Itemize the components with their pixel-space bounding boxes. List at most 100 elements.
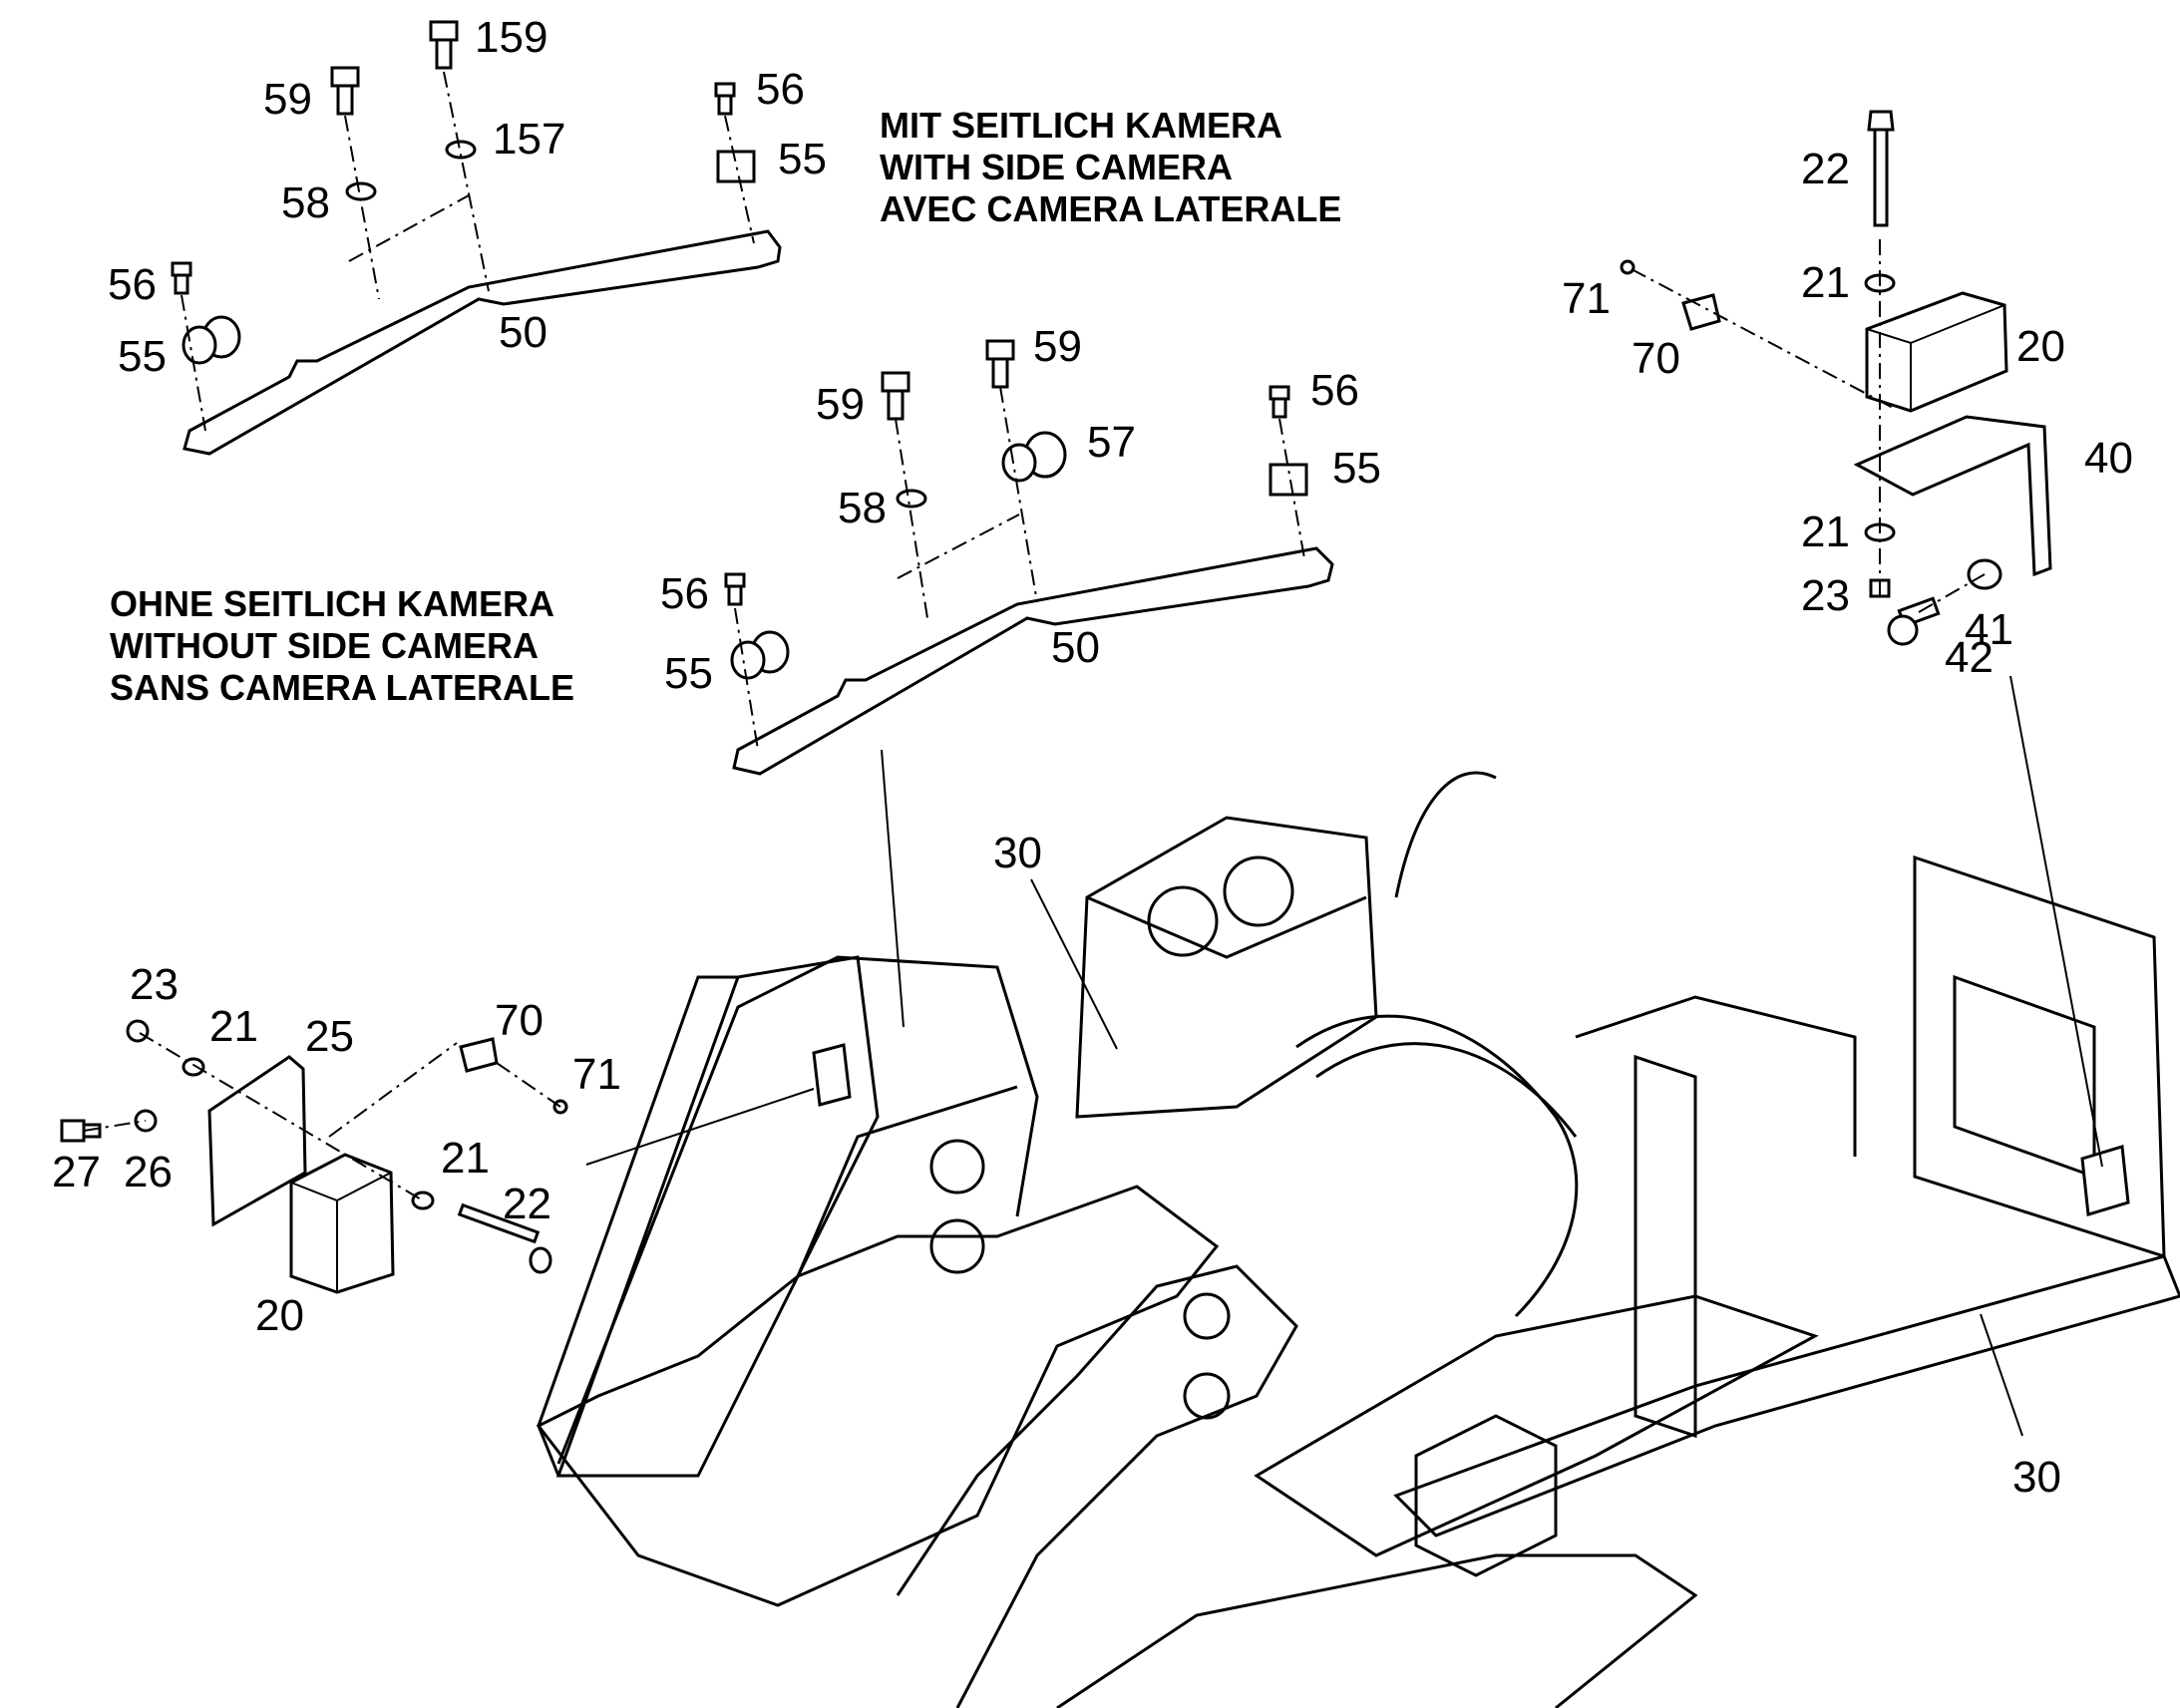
centerline <box>139 1032 424 1201</box>
centerline <box>344 115 380 300</box>
callout-label: 58 <box>281 178 330 227</box>
callout-label: 23 <box>1801 571 1850 620</box>
camera-mount-55-mid-icon <box>730 630 790 680</box>
callout-label: 159 <box>475 13 547 62</box>
centerline <box>999 386 1038 603</box>
callout-label: 22 <box>503 1180 551 1228</box>
callout-label: 59 <box>1033 322 1082 371</box>
callout-label: 55 <box>664 649 713 698</box>
centerline <box>83 1120 147 1132</box>
centerline <box>724 115 755 244</box>
centerline <box>1631 268 1896 410</box>
screw-27-icon <box>60 1119 102 1143</box>
callout-label: 70 <box>495 996 544 1045</box>
callout-label: 59 <box>816 380 865 429</box>
centerline <box>897 513 1020 579</box>
callout-label: 25 <box>305 1012 354 1061</box>
tank-cap <box>1147 885 1219 957</box>
callout-label: 70 <box>1632 334 1680 383</box>
boom-pivot-hole <box>1183 1372 1231 1420</box>
callout-label: 55 <box>1332 444 1381 493</box>
callouts-top-left: 159 59 56 157 55 58 56 55 50 <box>108 13 827 381</box>
callout-label: 27 <box>52 1148 101 1196</box>
callout-label: 56 <box>660 569 709 618</box>
callout-label: 55 <box>778 135 827 183</box>
bracket-plate-50-mid <box>732 546 1334 776</box>
callout-label: 58 <box>838 484 887 532</box>
caption-with-line-3: AVEC CAMERA LATERALE <box>880 188 1341 229</box>
plate-25-icon <box>207 1055 307 1227</box>
callout-label: 56 <box>1310 366 1359 415</box>
callout-label: 23 <box>130 960 179 1009</box>
callout-label: 71 <box>1562 274 1611 323</box>
callout-label: 26 <box>124 1148 173 1196</box>
callout-label: 55 <box>118 332 167 381</box>
callouts-left-group: 23 21 25 70 71 27 26 21 22 20 <box>52 960 621 1340</box>
tank-cap <box>1223 855 1294 927</box>
centerline <box>734 607 759 751</box>
screw-56-left-icon <box>171 261 192 295</box>
centerline <box>181 294 206 432</box>
caption-with-line-1: MIT SEITLICH KAMERA <box>880 105 1282 146</box>
clip-70-left-icon <box>459 1037 499 1073</box>
callout-label: 50 <box>1051 623 1100 672</box>
camera-mount-57-icon <box>1001 431 1067 483</box>
nut-23-left-icon <box>126 1019 150 1043</box>
centerline <box>443 71 490 292</box>
centerline <box>895 418 928 619</box>
machine-frame-30 <box>536 771 2180 1708</box>
centerline <box>1918 573 1986 613</box>
control-box-20-left-icon <box>289 1153 395 1294</box>
spacer-55-mid-icon <box>1269 463 1308 497</box>
washer-58-icon <box>345 181 377 201</box>
screw-59-mid-a-icon <box>881 371 910 421</box>
washer-157-icon <box>445 140 477 160</box>
caption-without-line-2: WITHOUT SIDE CAMERA <box>110 625 539 666</box>
callout-label: 21 <box>1801 258 1850 307</box>
leader-lines <box>585 675 2103 1437</box>
callout-label: 30 <box>2012 1453 2061 1502</box>
washer-58-mid-icon <box>896 489 927 509</box>
bolt-22-left-icon <box>457 1202 552 1274</box>
bracket-assembly-with-camera <box>171 20 782 456</box>
callout-label: 71 <box>572 1050 621 1099</box>
callout-label: 57 <box>1087 418 1136 467</box>
bracket-plate-50-top <box>182 229 782 456</box>
boom-pivot-hole <box>929 1218 985 1274</box>
control-box-assembly-right <box>1620 110 2052 646</box>
caption-without-line-3: SANS CAMERA LATERALE <box>110 667 574 708</box>
clip-70-icon <box>1681 293 1721 331</box>
camera-box-left-icon <box>812 1043 852 1107</box>
centerline <box>1278 418 1305 559</box>
centerline <box>328 1042 458 1138</box>
washer-21-left-2-icon <box>411 1191 435 1210</box>
callout-label: 50 <box>499 308 547 357</box>
boom-pivot-hole <box>1183 1292 1231 1340</box>
spacer-55-icon <box>716 150 756 183</box>
caption-with-line-2: WITH SIDE CAMERA <box>880 147 1233 187</box>
control-box-assembly-left <box>60 1019 568 1294</box>
callout-label: 56 <box>108 260 157 309</box>
screw-71-icon <box>1620 259 1635 275</box>
callout-label: 56 <box>756 65 805 114</box>
caption-without-side-camera: OHNE SEITLICH KAMERA WITHOUT SIDE CAMERA… <box>110 583 574 708</box>
callout-label: 21 <box>1801 508 1850 556</box>
boom-pivot-hole <box>929 1139 985 1195</box>
screw-56-icon <box>714 82 736 116</box>
caption-without-line-1: OHNE SEITLICH KAMERA <box>110 583 554 624</box>
centerline <box>496 1062 561 1108</box>
callout-label: 22 <box>1801 145 1850 193</box>
callout-label: 20 <box>255 1291 304 1340</box>
callout-label: 30 <box>993 829 1042 877</box>
bracket-assembly-without-camera <box>724 339 1334 776</box>
centerline <box>348 194 470 262</box>
screw-56-mid-left-icon <box>724 572 746 606</box>
bolt-22-icon <box>1867 110 1895 227</box>
callout-label: 41 <box>1965 605 2013 654</box>
camera-mount-55-icon <box>182 315 241 365</box>
caption-with-side-camera: MIT SEITLICH KAMERA WITH SIDE CAMERA AVE… <box>880 105 1341 229</box>
camera-box-right-icon <box>2080 1145 2130 1216</box>
screw-159-icon <box>429 20 459 70</box>
mount-bracket-40-icon <box>1853 415 2052 577</box>
